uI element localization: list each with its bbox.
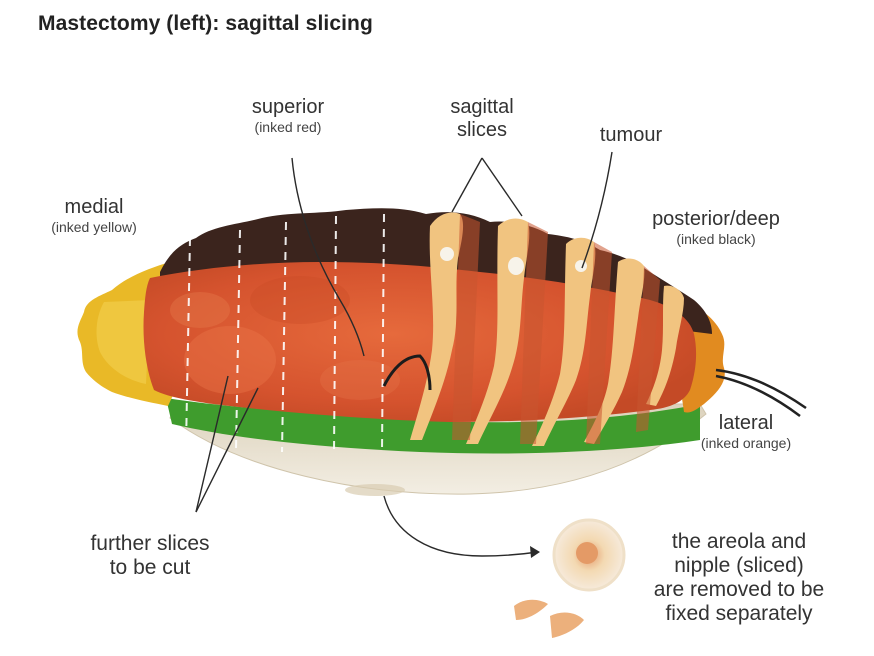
tissue-mottle [250,276,350,324]
tissue-mottle [184,326,276,394]
slice-edge [452,214,480,440]
medial-ink-label: (inked yellow) [51,219,137,235]
page-title: Mastectomy (left): sagittal slicing [38,12,373,35]
slice-face-3 [532,237,596,446]
slice-face-5 [646,285,684,406]
tumour-label: tumour [599,124,663,146]
leader-sagittal-a [451,157,483,213]
areola-label-line2: nipple (sliced) [674,554,804,578]
sagittal-label-line2: slices [456,119,507,141]
tissue-mottle [170,292,230,328]
tumour-spot [440,247,454,261]
areola-label-line3: are removed to be [653,578,825,602]
medial-label: medial [64,196,124,218]
leader-areola [383,495,539,557]
leader-superior [291,157,365,357]
leader-sagittal-b [481,157,523,217]
leader-further-a [195,375,229,513]
lateral-suture [715,374,801,418]
superior-label: superior [251,96,325,118]
leader-further-b [195,387,259,513]
nipple-slice [550,612,584,638]
green-margin [166,398,700,454]
slice-face-4 [584,258,645,444]
slice-face-1 [410,212,464,440]
leader-tumour [581,151,613,269]
slice-edge [636,266,660,432]
label-further-slices: further slices to be cut [58,532,242,580]
tumour-spot [575,260,587,272]
sagittal-label-line1: sagittal [450,96,514,118]
label-posterior: posterior/deep (inked black) [628,208,804,247]
further-label-line1: further slices [90,532,210,555]
nipple-center [576,542,598,564]
medial-ink-highlight [96,300,150,384]
nipple-slice [514,599,548,620]
lateral-ink-label: (inked orange) [700,435,792,451]
sagittal-slices [410,212,684,446]
label-tumour: tumour [576,124,686,147]
label-sagittal-slices: sagittal slices [420,96,544,142]
posterior-ink-label: (inked black) [676,231,756,247]
label-areola: the areola and nipple (sliced) are remov… [634,530,844,627]
further-label-line2: to be cut [109,556,191,580]
label-lateral: lateral (inked orange) [666,412,826,451]
posterior-label: posterior/deep [652,208,780,230]
areola-label-line1: the areola and [671,530,807,553]
label-superior: superior (inked red) [222,96,354,135]
future-cut-lines [185,213,385,453]
arrow-head [530,546,540,558]
superior-ink-label: (inked red) [254,119,322,135]
areola-label-line4: fixed separately [665,602,813,626]
slice-edge [520,222,548,444]
tissue-mottle [320,360,400,400]
slice-face-2 [466,218,530,444]
lateral-suture [715,368,807,410]
superior-suture [382,354,432,391]
tumour-spot [508,257,524,275]
skin-shadow [345,484,405,496]
slice-edge [586,242,612,444]
label-medial: medial (inked yellow) [20,196,168,235]
lateral-label: lateral [718,412,774,434]
leader-lines [195,151,613,557]
